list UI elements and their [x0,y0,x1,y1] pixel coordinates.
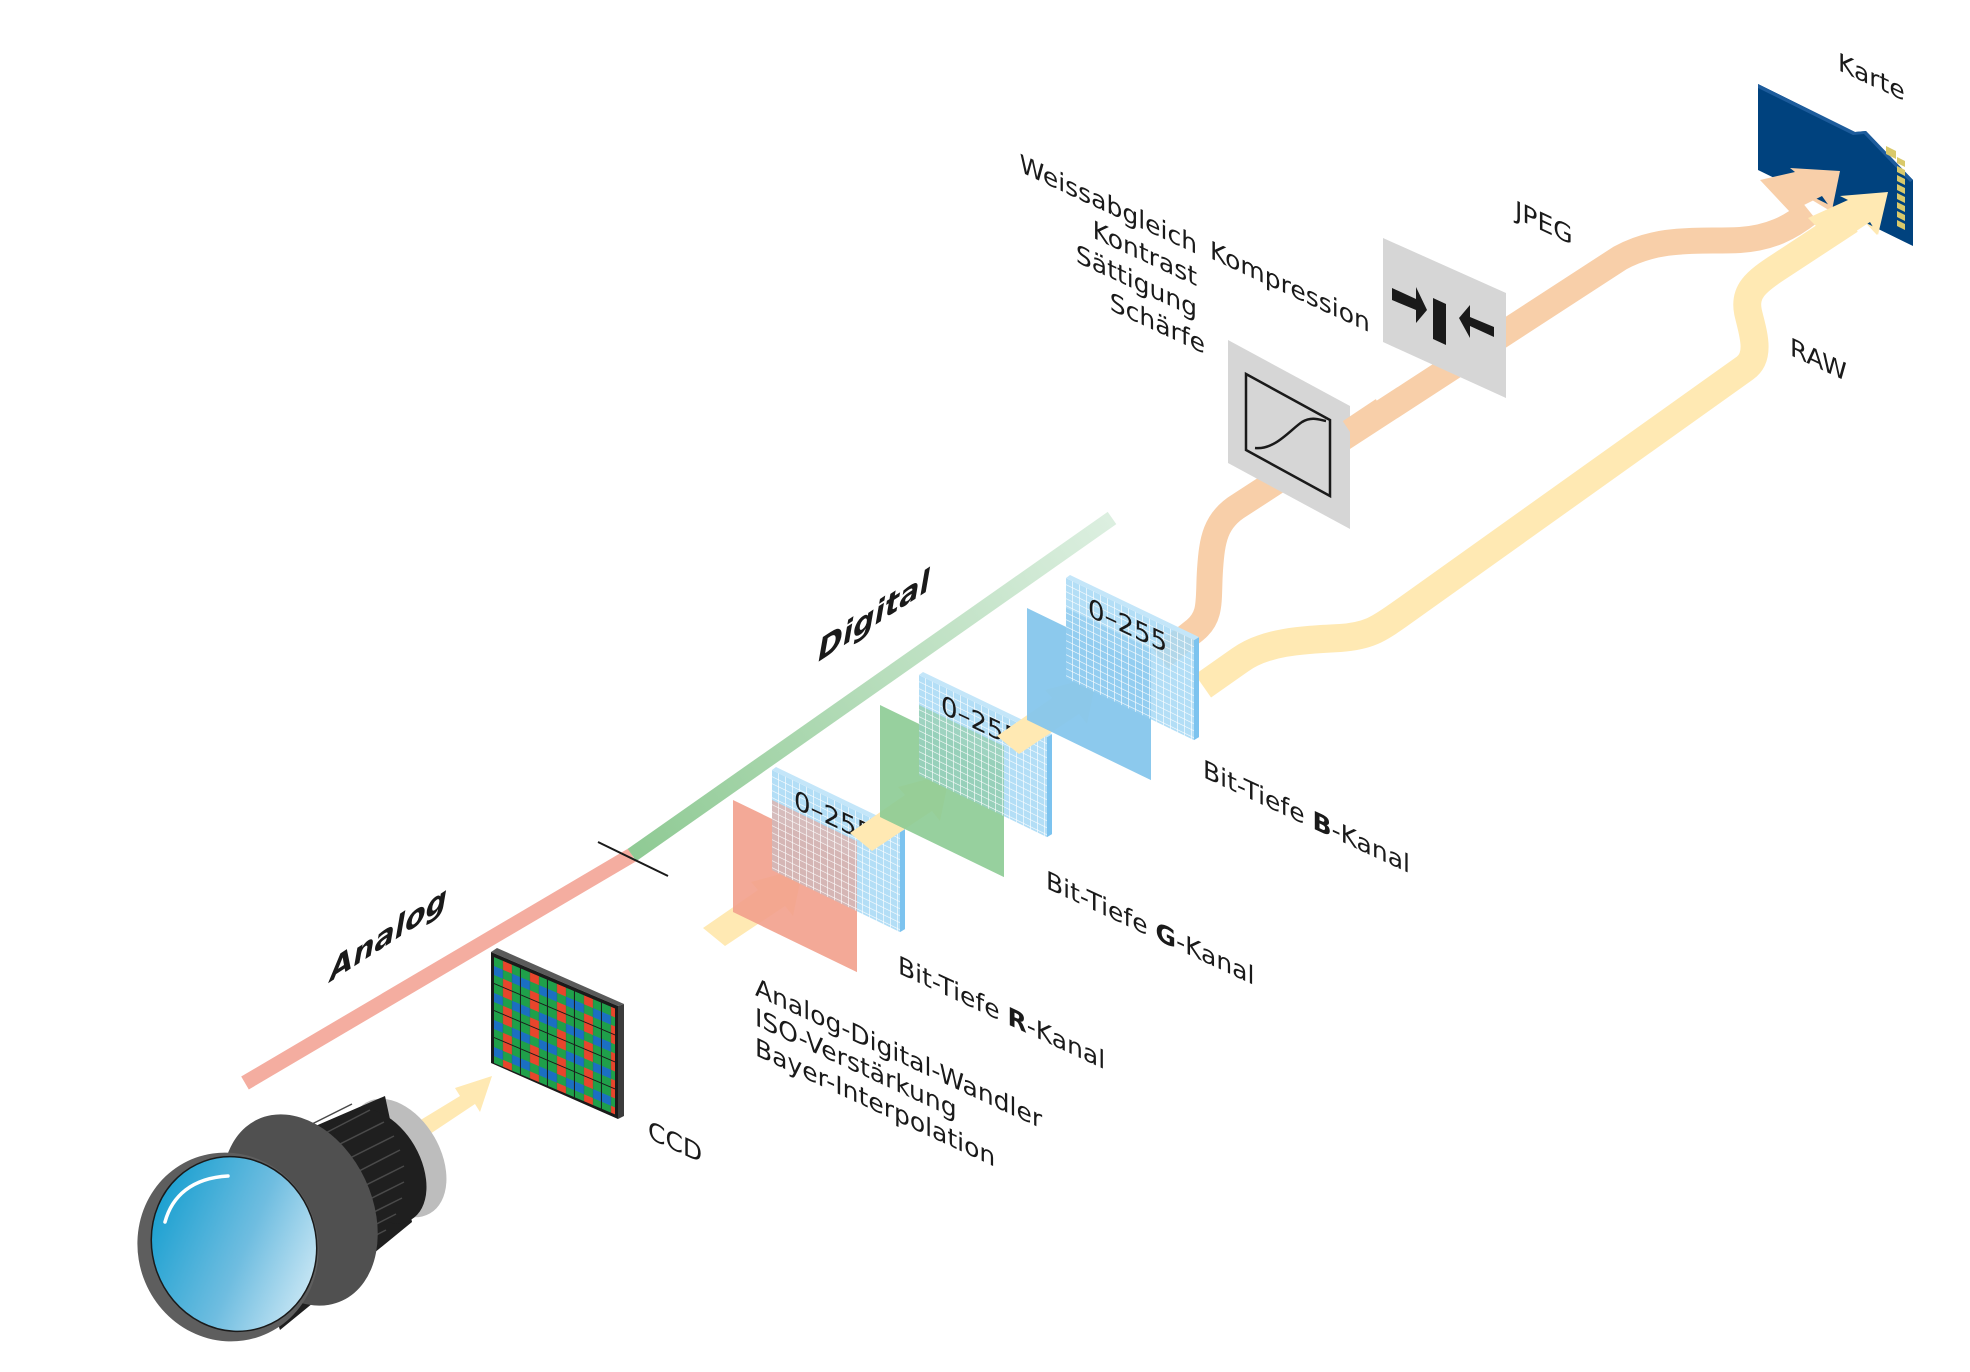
compression-label: Kompression [1210,236,1370,339]
channel-label-g: Bit-Tiefe G-Kanal [1046,866,1254,992]
channel-letter-g: G [1156,917,1177,955]
color-plane-g [880,705,1004,878]
lens [137,1096,447,1342]
tone-curve-icon [1254,417,1327,450]
channel-label-suffix: -Kanal [1027,1011,1105,1076]
lens-glare [163,1174,230,1224]
processing-box [1228,340,1350,529]
grid-panel-top [919,672,1052,738]
analog-bar [241,848,636,1090]
channel-group-g: 0–255 [850,672,1052,878]
color-plane-r [733,800,857,973]
grid-panel-edge [1047,734,1052,838]
ccd-sensor [491,948,624,1119]
channel-label-prefix: Bit-Tiefe [1046,866,1156,946]
channel-label-prefix: Bit-Tiefe [898,951,1008,1031]
grid-panel-edge [900,829,905,933]
raw-arrowhead-card [1808,192,1888,245]
card-contacts [1886,146,1905,230]
channel-label-b: Bit-Tiefe B-Kanal [1203,755,1410,880]
digital-bar [627,511,1117,862]
tone-curve-frame [1244,371,1332,499]
grid-panel-top [1066,575,1199,641]
grid-panel-r [772,770,900,933]
jpeg-path-front [1342,399,1391,443]
processing-label: Weissabgleich Kontrast Sättigung Schärfe [1020,150,1205,361]
card-label: Karte [1838,48,1905,108]
grid-panel-edge [1194,637,1199,741]
grid-panel-top [772,767,905,833]
grid-panel-b [1066,578,1194,741]
jpeg-path [1151,201,1819,669]
channel-group-b: 0–255 [997,575,1199,781]
raw-label: RAW [1790,333,1847,388]
raw-path [1194,208,1858,698]
light-arrow-ccd [414,1076,492,1134]
compression-box [1383,238,1506,398]
jpeg-arrowhead-card [1760,168,1840,212]
jpeg-label: JPEG [1513,195,1573,251]
lens-glass [150,1155,318,1333]
grid-panel-g [919,675,1047,838]
phase-divider [597,841,669,877]
channel-group-r: 0–255 [703,767,905,973]
compress-arrows-icon [1392,287,1494,345]
channel-letter-b: B [1313,806,1332,843]
channel-label-suffix: -Kanal [1332,815,1410,880]
channel-label-prefix: Bit-Tiefe [1203,755,1313,835]
ccd-label: CCD [648,1116,702,1170]
channel-label-suffix: -Kanal [1176,927,1254,992]
color-plane-b [1027,608,1151,781]
bayer-filter-grid [494,957,615,1115]
channel-letter-r: R [1008,1002,1027,1039]
